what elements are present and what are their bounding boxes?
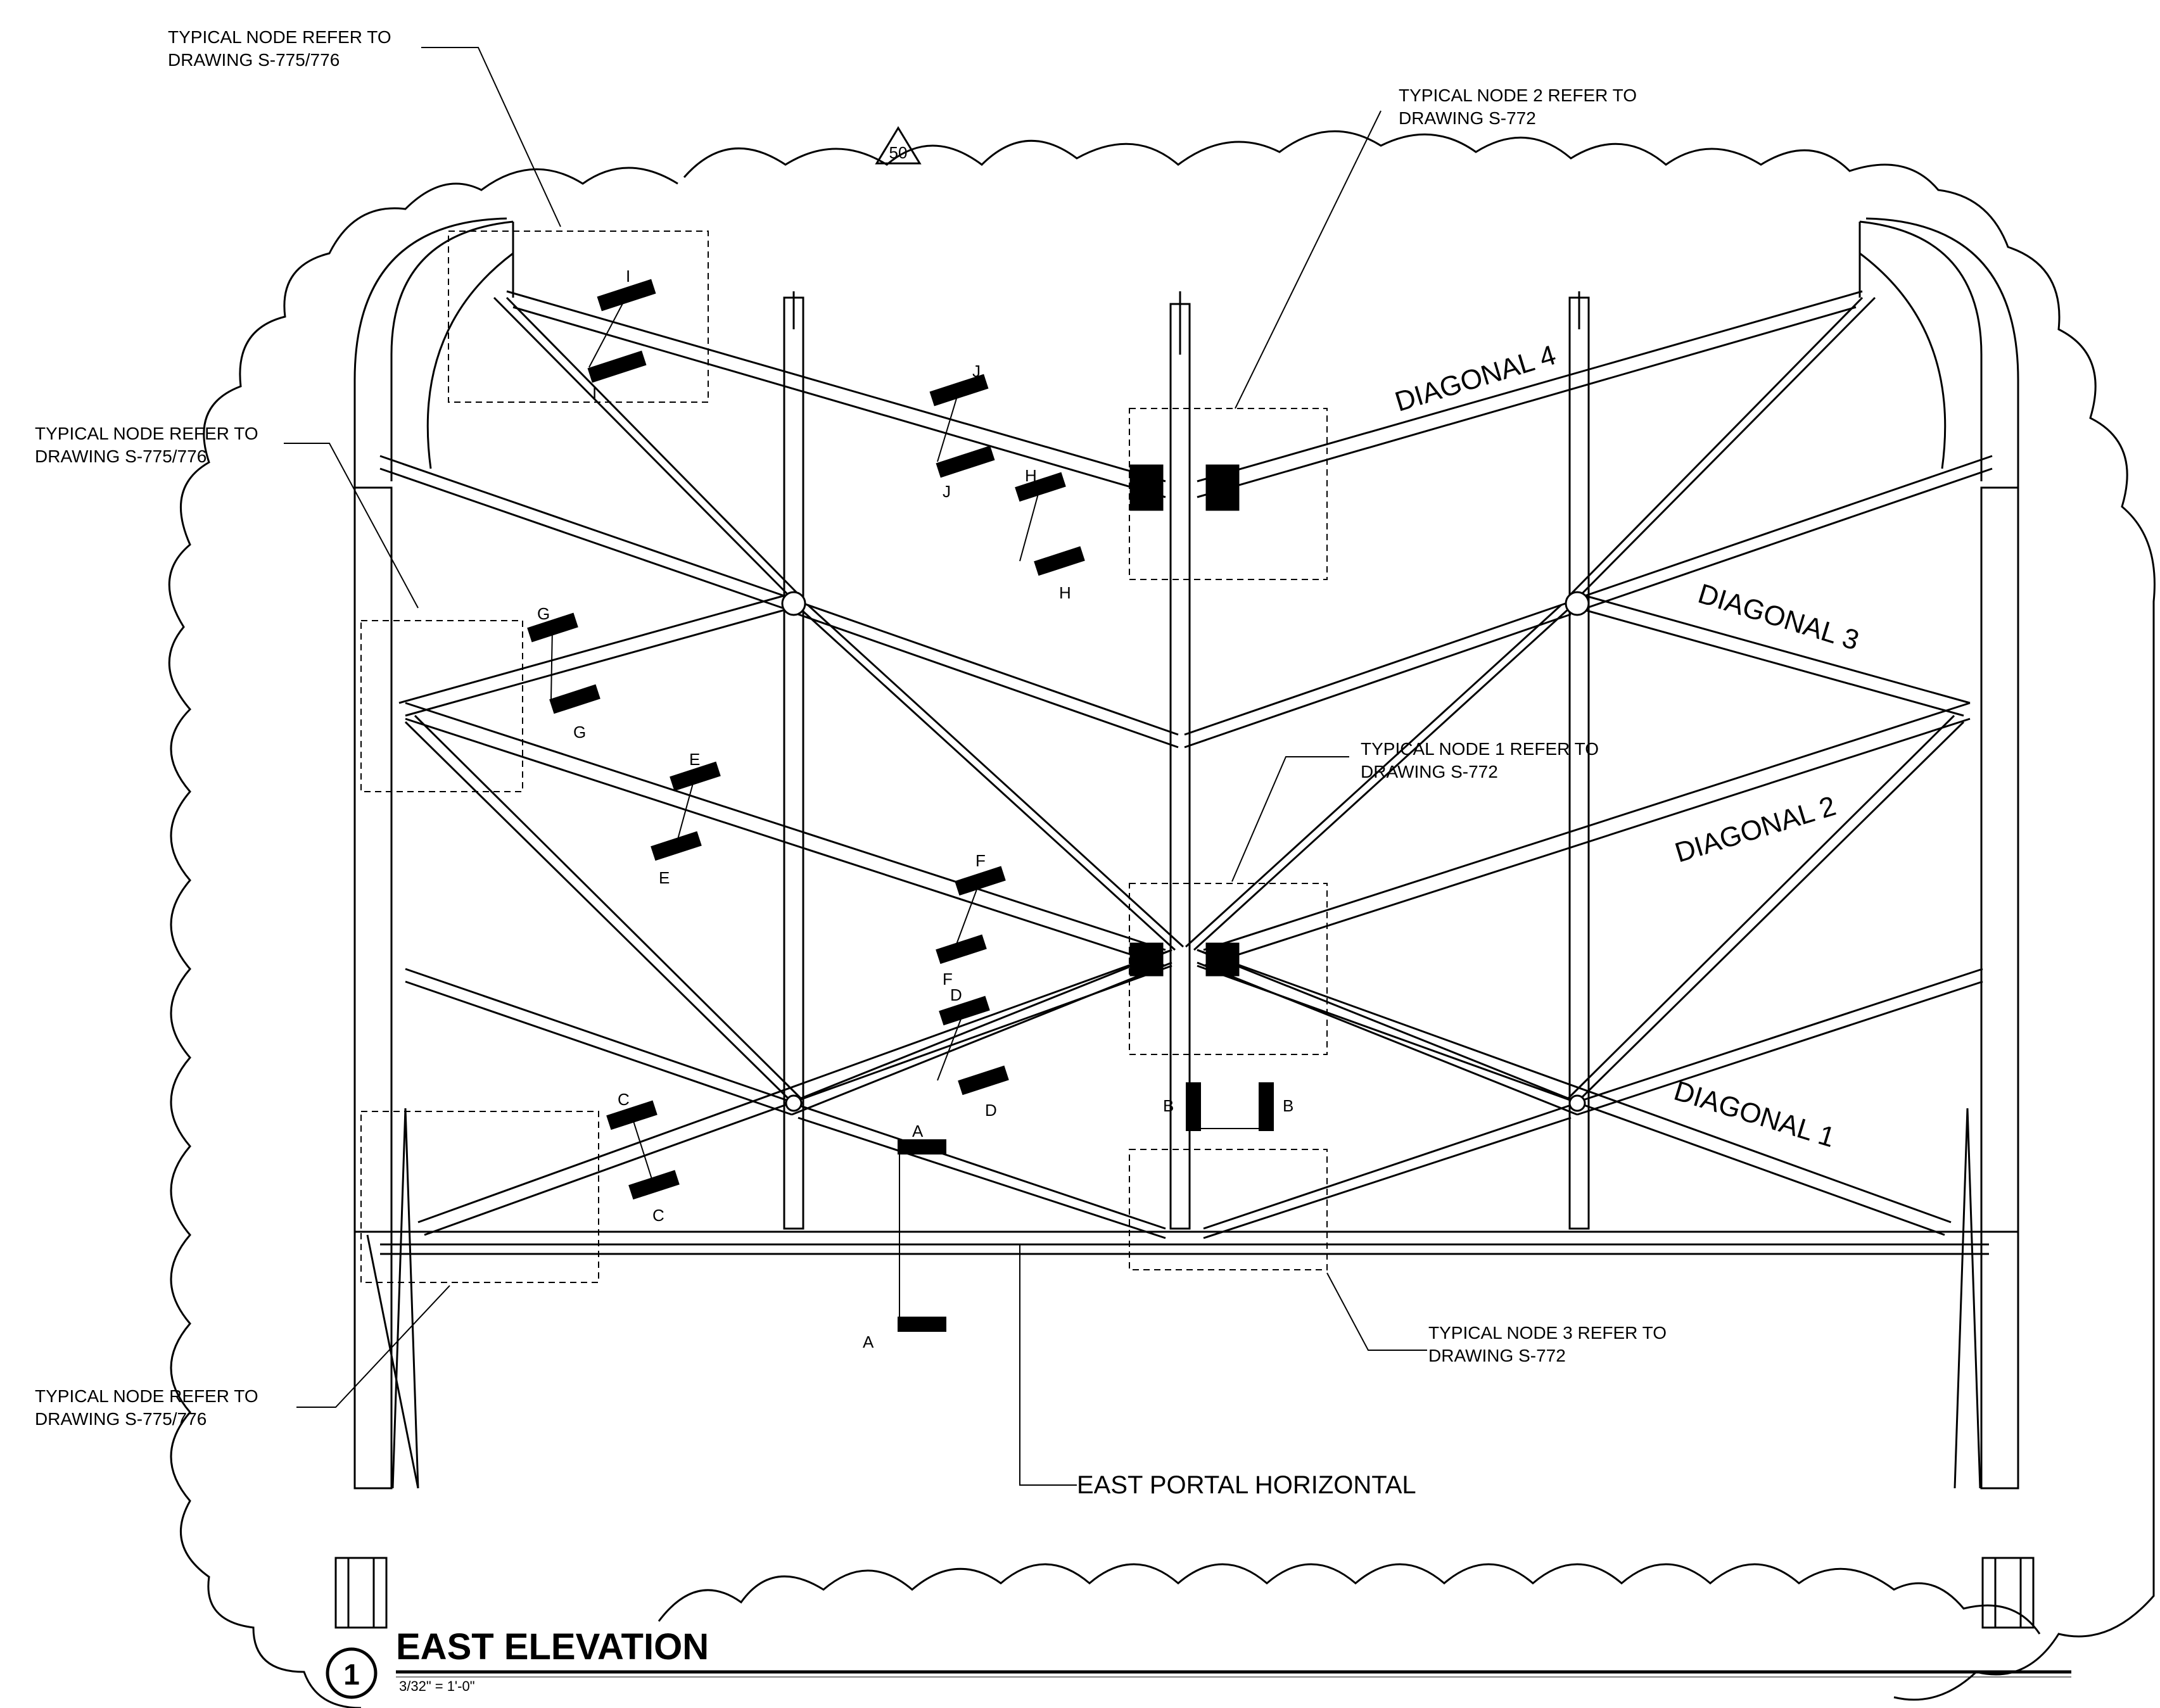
- note-bottom-left-line2: DRAWING S-775/776: [35, 1409, 206, 1429]
- drawing-number-bubble: [326, 1647, 378, 1699]
- section-label-B-2: B: [1283, 1096, 1293, 1115]
- title-block: 1 EAST ELEVATION 3/32" = 1'-0": [326, 1626, 2071, 1699]
- section-label-G-2: G: [573, 723, 586, 742]
- note-node1-line1: TYPICAL NODE 1 REFER TO: [1361, 739, 1599, 759]
- drawing-number: 1: [343, 1658, 360, 1691]
- note-top-left-line1: TYPICAL NODE REFER TO: [168, 27, 391, 47]
- note-mid-left-line2: DRAWING S-775/776: [35, 446, 206, 466]
- note-node3-line2: DRAWING S-772: [1428, 1346, 1566, 1365]
- note-node1-line2: DRAWING S-772: [1361, 762, 1498, 781]
- revision-triangle: [875, 126, 922, 165]
- section-label-D-2: D: [985, 1101, 997, 1120]
- section-label-I-2: I: [592, 384, 597, 403]
- section-label-H-2: H: [1059, 583, 1071, 602]
- nodes: [781, 464, 1590, 1112]
- bottom-chord: [355, 1230, 2018, 1255]
- note-node2-line2: DRAWING S-772: [1399, 108, 1536, 128]
- column-bases: [334, 1557, 2035, 1629]
- note-node2-line1: TYPICAL NODE 2 REFER TO: [1399, 85, 1637, 105]
- note-top-left-line2: DRAWING S-775/776: [168, 50, 340, 70]
- leader-lines: [284, 47, 1427, 1486]
- note-bottom-left-line1: TYPICAL NODE REFER TO: [35, 1386, 258, 1406]
- note-mid-left-line1: TYPICAL NODE REFER TO: [35, 424, 258, 443]
- section-label-J-2: J: [943, 482, 951, 501]
- section-cuts: [527, 279, 1274, 1332]
- section-label-F-2: F: [943, 970, 953, 989]
- left-column: [353, 217, 514, 1490]
- section-label-J: J: [972, 362, 981, 381]
- note-node3-line1: TYPICAL NODE 3 REFER TO: [1428, 1323, 1667, 1343]
- section-label-A-2: A: [863, 1332, 874, 1351]
- revision-cloud: [168, 130, 2156, 1708]
- section-label-E-2: E: [659, 868, 670, 887]
- section-label-C-2: C: [652, 1206, 664, 1225]
- section-label-H: H: [1025, 466, 1037, 485]
- right-column: [1858, 217, 2019, 1490]
- section-label-D: D: [950, 985, 962, 1004]
- drawing-scale: 3/32" = 1'-0": [399, 1678, 475, 1694]
- section-label-B: B: [1163, 1096, 1174, 1115]
- vertical-posts: [783, 291, 1590, 1230]
- section-label-I: I: [626, 267, 630, 286]
- section-label-A: A: [912, 1122, 924, 1141]
- section-label-C: C: [618, 1090, 630, 1109]
- diagonal-members: [379, 290, 1993, 1239]
- section-label-G: G: [537, 604, 550, 623]
- callout-boxes: [360, 231, 1328, 1283]
- section-label-E: E: [689, 750, 700, 769]
- revision-cloud-bottom: [658, 1563, 2041, 1635]
- revision-number: 50: [889, 143, 908, 162]
- section-label-F: F: [975, 851, 986, 870]
- drawing-title: EAST ELEVATION: [396, 1626, 709, 1667]
- label-east-portal-horizontal: EAST PORTAL HORIZONTAL: [1077, 1471, 1416, 1499]
